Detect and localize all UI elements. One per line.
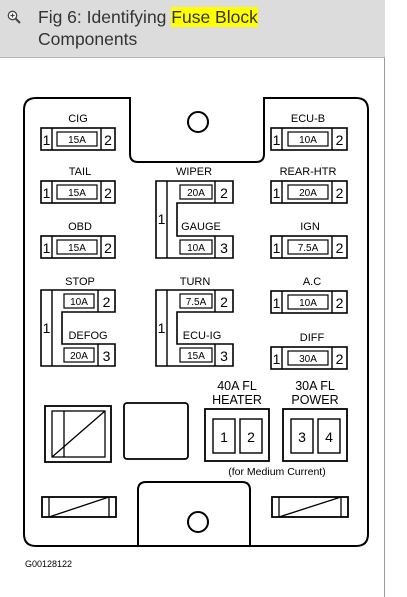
fuse-diff-amp: 30A bbox=[299, 354, 317, 365]
fuse-turn-ecu-ig-common-pin: 1 bbox=[158, 320, 166, 336]
fuse-turn-name: TURN bbox=[180, 276, 211, 288]
fuse-ac: A.C 1 10A 2 bbox=[270, 276, 348, 314]
fuse-obd-name: OBD bbox=[68, 221, 92, 233]
fuse-cig-amp: 15A bbox=[68, 135, 86, 146]
fuse-turn-pin: 2 bbox=[220, 294, 228, 310]
empty-socket bbox=[123, 402, 189, 460]
fuse-tail-pin-left: 1 bbox=[43, 185, 51, 201]
fuse-wiper-name: WIPER bbox=[176, 166, 212, 178]
fuse-ecu-ig-amp: 15A bbox=[187, 351, 205, 362]
fuse-ign-amp: 7.5A bbox=[298, 243, 319, 254]
fuse-stop-amp: 10A bbox=[70, 297, 88, 308]
fuse-cig-name: CIG bbox=[68, 113, 88, 125]
fuse-defog-name: DEFOG bbox=[68, 330, 107, 342]
zoom-in-icon[interactable] bbox=[7, 10, 21, 24]
fuse-diff-name: DIFF bbox=[300, 332, 325, 344]
figure-frame bbox=[384, 0, 385, 597]
fuse-cig-pin-left: 1 bbox=[43, 132, 51, 148]
fuse-ecu-b-name: ECU-B bbox=[291, 113, 325, 125]
title-highlight: Fuse Block bbox=[171, 7, 258, 27]
fl-heater-pin-b: 2 bbox=[247, 429, 255, 445]
fuse-defog-pin: 3 bbox=[103, 348, 111, 364]
fuse-diff-pin-right: 2 bbox=[336, 351, 344, 367]
bottom-tab-outline bbox=[137, 481, 251, 546]
fuse-ign: IGN 1 7.5A 2 bbox=[270, 221, 348, 259]
fl-heater-rating: 40A FL bbox=[217, 379, 257, 393]
fuse-ecu-b-pin-left: 1 bbox=[273, 132, 281, 148]
fuse-defog-amp: 20A bbox=[70, 351, 88, 362]
fuse-diff: DIFF 1 30A 2 bbox=[270, 332, 348, 370]
fl-heater-name: HEATER bbox=[212, 393, 262, 407]
fuse-wiper-pin: 2 bbox=[220, 185, 228, 201]
title-prefix: Fig 6: Identifying bbox=[38, 7, 172, 27]
fuse-tail-name: TAIL bbox=[69, 166, 91, 178]
fuse-group-turn-ecu-ig: TURN 1 7.5A 2 ECU-IG 15A 3 bbox=[155, 276, 234, 367]
fl-heater-pin-a: 1 bbox=[220, 429, 228, 445]
fusible-link-power: 30A FL POWER 3 4 bbox=[282, 379, 348, 462]
fuse-stop-name: STOP bbox=[65, 276, 95, 288]
fuse-wiper-gauge-common-pin: 1 bbox=[158, 211, 166, 227]
fuse-ecu-b-amp: 10A bbox=[299, 135, 317, 146]
fuse-ac-pin-right: 2 bbox=[336, 295, 344, 311]
top-mount-hole bbox=[187, 111, 209, 133]
fuse-rear-htr-amp: 20A bbox=[299, 188, 317, 199]
left-relay-socket bbox=[44, 405, 112, 463]
fuse-tail-amp: 15A bbox=[68, 188, 86, 199]
fuse-block-outline bbox=[23, 97, 369, 547]
fuse-ac-name: A.C bbox=[303, 276, 321, 288]
title-suffix: Components bbox=[38, 29, 138, 49]
fuse-ign-pin-right: 2 bbox=[336, 240, 344, 256]
fl-power-rating: 30A FL bbox=[295, 379, 335, 393]
bottom-left-link bbox=[41, 496, 117, 518]
fuse-stop-defog-common-pin: 1 bbox=[43, 320, 51, 336]
fuse-rear-htr-pin-left: 1 bbox=[273, 185, 281, 201]
fuse-tail: TAIL 1 15A 2 bbox=[40, 166, 116, 204]
fuse-block-diagram: CIG 1 15A 2 ECU-B 1 10A 2 TAIL 1 15A 2 R… bbox=[23, 97, 369, 547]
fusible-link-heater: 40A FL HEATER 1 2 bbox=[204, 379, 270, 462]
fl-power-pin-a: 3 bbox=[298, 429, 306, 445]
fuse-obd-pin-left: 1 bbox=[43, 240, 51, 256]
fuse-ecu-b-pin-right: 2 bbox=[336, 132, 344, 148]
fuse-rear-htr: REAR-HTR 1 20A 2 bbox=[270, 166, 348, 204]
fuse-diff-pin-left: 1 bbox=[273, 351, 281, 367]
fuse-stop-pin: 2 bbox=[103, 294, 111, 310]
fuse-group-wiper-gauge: WIPER 1 20A 2 GAUGE 10A 3 bbox=[155, 166, 234, 259]
figure-code: G00128122 bbox=[25, 559, 73, 569]
fuse-ecu-b: ECU-B 1 10A 2 bbox=[270, 113, 348, 151]
fuse-obd: OBD 1 15A 2 bbox=[40, 221, 116, 259]
fuse-gauge-amp: 10A bbox=[187, 243, 205, 254]
fl-power-name: POWER bbox=[291, 393, 338, 407]
fuse-obd-amp: 15A bbox=[68, 243, 86, 254]
fuse-ac-pin-left: 1 bbox=[273, 295, 281, 311]
fuse-wiper-amp: 20A bbox=[187, 188, 205, 199]
fuse-rear-htr-name: REAR-HTR bbox=[280, 166, 337, 178]
medium-current-note: (for Medium Current) bbox=[228, 466, 325, 478]
fuse-ign-pin-left: 1 bbox=[273, 240, 281, 256]
fuse-ecu-ig-pin: 3 bbox=[220, 348, 228, 364]
fuse-ac-amp: 10A bbox=[299, 298, 317, 309]
fuse-gauge-pin: 3 bbox=[220, 240, 228, 256]
fuse-cig: CIG 1 15A 2 bbox=[40, 113, 116, 151]
fuse-group-stop-defog: STOP 1 10A 2 DEFOG 20A 3 bbox=[40, 276, 116, 367]
fuse-ign-name: IGN bbox=[300, 221, 320, 233]
fuse-gauge-name: GAUGE bbox=[181, 221, 221, 233]
fuse-rear-htr-pin-right: 2 bbox=[336, 185, 344, 201]
fuse-obd-pin-right: 2 bbox=[104, 240, 112, 256]
fuse-turn-amp: 7.5A bbox=[186, 297, 207, 308]
fuse-tail-pin-right: 2 bbox=[104, 185, 112, 201]
fl-power-pin-b: 4 bbox=[325, 429, 333, 445]
fuse-ecu-ig-name: ECU-IG bbox=[183, 330, 222, 342]
fuse-cig-pin-right: 2 bbox=[104, 132, 112, 148]
bottom-mount-hole bbox=[187, 511, 209, 533]
bottom-right-link bbox=[271, 496, 349, 518]
